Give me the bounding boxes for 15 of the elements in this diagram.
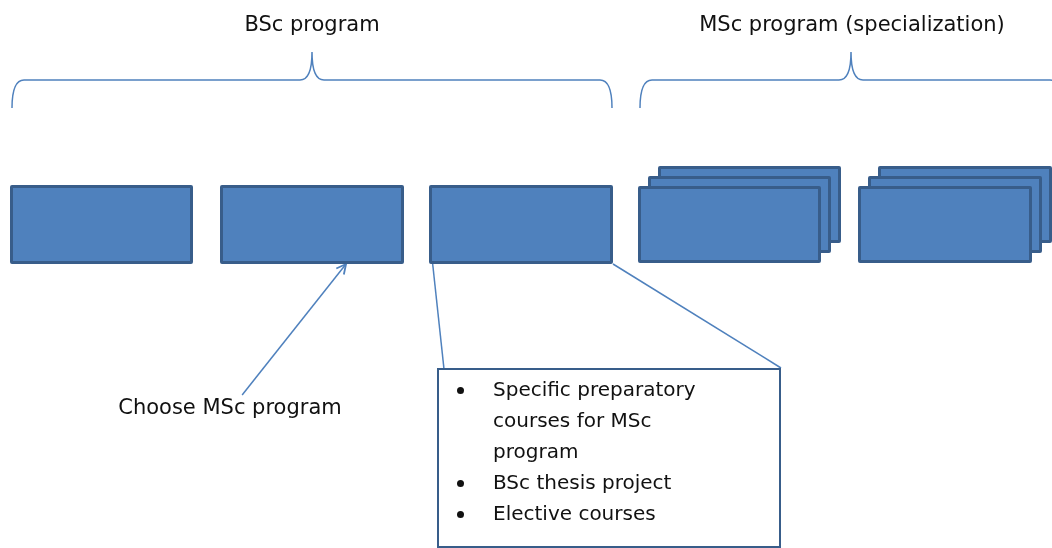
arrow [241, 263, 347, 396]
bracket-label: MSc program (specialization) [699, 12, 1005, 36]
callout-box [437, 368, 781, 548]
stacked-boxes [638, 166, 841, 263]
bullet-item: Specific preparatory courses for MSc program [493, 377, 696, 463]
leader-line [612, 263, 782, 369]
process-box [10, 185, 193, 264]
bracket-label: BSc program [244, 12, 380, 36]
process-box [220, 185, 404, 264]
process-box [429, 185, 613, 264]
bullet-item: BSc thesis project [493, 470, 672, 494]
stacked-boxes [858, 166, 1052, 263]
bullet-item: Elective courses [493, 501, 656, 525]
leader-line [431, 263, 445, 369]
annotation-text: Choose MSc program [95, 395, 365, 427]
